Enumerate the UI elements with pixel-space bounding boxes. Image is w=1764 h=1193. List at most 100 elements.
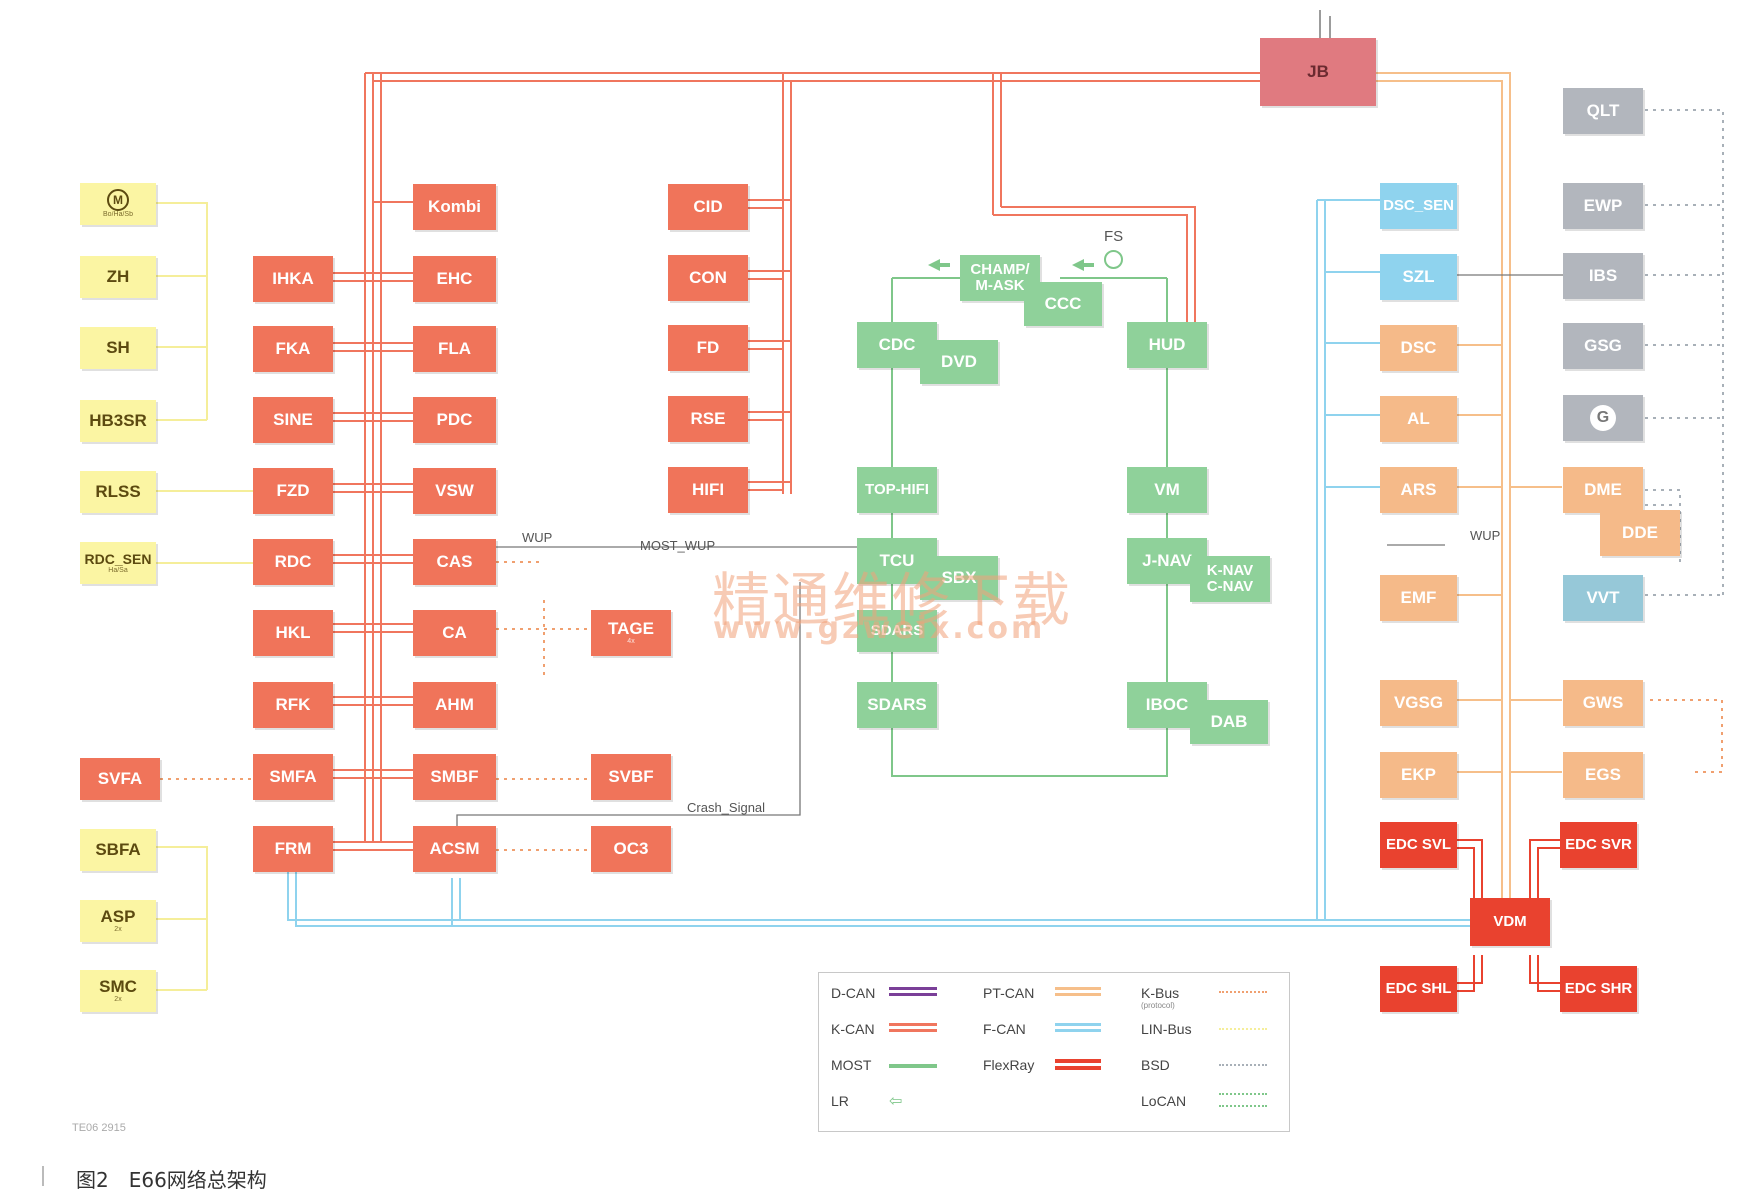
ecu-rdc-label: RDC bbox=[274, 552, 312, 572]
ecu-kombi[interactable]: Kombi bbox=[413, 184, 496, 230]
legend-label-bsd: BSD bbox=[1141, 1057, 1170, 1073]
ecu-hifi-label: HIFI bbox=[691, 480, 725, 500]
ecu-vm[interactable]: VM bbox=[1127, 467, 1207, 513]
ecu-sine[interactable]: SINE bbox=[253, 397, 333, 443]
ecu-sbfa-label: SBFA bbox=[95, 840, 141, 860]
ecu-sbfa[interactable]: SBFA bbox=[80, 829, 156, 871]
bsd-wires bbox=[1645, 109, 1724, 600]
ecu-smc-sub: 2x bbox=[114, 996, 122, 1004]
ecu-pdc[interactable]: PDC bbox=[413, 397, 496, 443]
ecu-iboc-label: IBOC bbox=[1145, 695, 1189, 715]
ecu-con[interactable]: CON bbox=[668, 255, 748, 301]
ecu-hkl[interactable]: HKL bbox=[253, 610, 333, 656]
ecu-champ-label: CHAMP/ M-ASK bbox=[970, 261, 1030, 294]
ecu-qlt-label: QLT bbox=[1586, 101, 1620, 121]
ecu-smfa[interactable]: SMFA bbox=[253, 754, 333, 800]
ecu-hud[interactable]: HUD bbox=[1127, 322, 1207, 368]
ecu-fzd[interactable]: FZD bbox=[253, 468, 333, 514]
ecu-tage-label: TAGE bbox=[608, 619, 654, 639]
ecu-sbx[interactable]: SBX bbox=[920, 556, 998, 600]
ecu-acsm[interactable]: ACSM bbox=[413, 826, 496, 872]
most-ring bbox=[891, 277, 1168, 777]
ecu-hifi[interactable]: HIFI bbox=[668, 467, 748, 513]
ecu-fka[interactable]: FKA bbox=[253, 326, 333, 372]
ecu-sdars[interactable]: SDARS bbox=[857, 682, 937, 728]
ecu-rlss[interactable]: RLSS bbox=[80, 471, 156, 513]
ecu-ewp[interactable]: EWP bbox=[1563, 183, 1643, 229]
ecu-ekp[interactable]: EKP bbox=[1380, 752, 1457, 798]
fs-label: FS bbox=[1104, 228, 1124, 245]
ecu-gws[interactable]: GWS bbox=[1563, 680, 1643, 726]
ecu-al[interactable]: AL bbox=[1380, 396, 1457, 442]
ecu-ehc-label: EHC bbox=[436, 269, 473, 289]
ecu-vgsg[interactable]: VGSG bbox=[1380, 680, 1457, 726]
ecu-vdm[interactable]: VDM bbox=[1470, 898, 1550, 946]
ecu-hb3sr[interactable]: HB3SR bbox=[80, 400, 156, 442]
ecu-sh-label: SH bbox=[106, 338, 130, 358]
ecu-fla-label: FLA bbox=[437, 339, 472, 359]
ecu-dde[interactable]: DDE bbox=[1600, 510, 1680, 556]
ecu-vvt[interactable]: VVT bbox=[1563, 575, 1643, 621]
ecu-sh[interactable]: SH bbox=[80, 327, 156, 369]
ecu-zh[interactable]: ZH bbox=[80, 256, 156, 298]
ecu-smc-label: SMC bbox=[99, 977, 137, 997]
ecu-fla[interactable]: FLA bbox=[413, 326, 496, 372]
ecu-edc-shl[interactable]: EDC SHL bbox=[1380, 966, 1457, 1012]
ecu-frm[interactable]: FRM bbox=[253, 826, 333, 872]
ecu-ibs[interactable]: IBS bbox=[1563, 253, 1643, 299]
ecu-ca[interactable]: CA bbox=[413, 610, 496, 656]
ecu-dme[interactable]: DME bbox=[1563, 467, 1643, 513]
legend-swatch-most bbox=[889, 1064, 937, 1068]
ecu-ars[interactable]: ARS bbox=[1380, 467, 1457, 513]
ecu-rfk[interactable]: RFK bbox=[253, 682, 333, 728]
ecu-m[interactable]: M Bo/Ha/Sb bbox=[80, 183, 156, 225]
ecu-gsg[interactable]: GSG bbox=[1563, 323, 1643, 369]
ecu-top-hifi[interactable]: TOP-HIFI bbox=[857, 467, 937, 513]
ecu-svbf[interactable]: SVBF bbox=[591, 754, 671, 800]
ecu-ehc[interactable]: EHC bbox=[413, 256, 496, 302]
ecu-dsc-sen[interactable]: DSC_SEN bbox=[1380, 183, 1457, 229]
ecu-ahm[interactable]: AHM bbox=[413, 682, 496, 728]
ecu-cdc-label: CDC bbox=[878, 335, 916, 355]
ecu-emf[interactable]: EMF bbox=[1380, 575, 1457, 621]
ecu-ccc[interactable]: CCC bbox=[1024, 282, 1102, 326]
watermark-cn: 精通维修下载 bbox=[712, 566, 1073, 634]
ecu-rdc[interactable]: RDC bbox=[253, 539, 333, 585]
ecu-dab[interactable]: DAB bbox=[1190, 700, 1268, 744]
ecu-edc-svl[interactable]: EDC SVL bbox=[1380, 822, 1457, 868]
ecu-oc3-label: OC3 bbox=[613, 839, 649, 859]
ecu-cid[interactable]: CID bbox=[668, 184, 748, 230]
ecu-cas[interactable]: CAS bbox=[413, 539, 496, 585]
ecu-sdars-top[interactable]: SDARS bbox=[857, 610, 937, 652]
ecu-edc-svr[interactable]: EDC SVR bbox=[1560, 822, 1637, 868]
ecu-pdc-label: PDC bbox=[436, 410, 473, 430]
ecu-smbf[interactable]: SMBF bbox=[413, 754, 496, 800]
ecu-dab-label: DAB bbox=[1210, 712, 1248, 732]
legend-swatch-k-can bbox=[889, 1023, 937, 1026]
caption-divider bbox=[42, 1166, 44, 1186]
ecu-szl-label: SZL bbox=[1402, 267, 1435, 287]
ecu-jb[interactable]: JB bbox=[1260, 38, 1376, 106]
ecu-dsc[interactable]: DSC bbox=[1380, 325, 1457, 371]
ecu-dvd[interactable]: DVD bbox=[920, 340, 998, 384]
ecu-ihka[interactable]: IHKA bbox=[253, 256, 333, 302]
ecu-oc3[interactable]: OC3 bbox=[591, 826, 671, 872]
ecu-rse[interactable]: RSE bbox=[668, 396, 748, 442]
ecu-qlt[interactable]: QLT bbox=[1563, 88, 1643, 134]
ecu-svfa[interactable]: SVFA bbox=[80, 758, 160, 800]
ecu-vsw[interactable]: VSW bbox=[413, 468, 496, 514]
ecu-fd[interactable]: FD bbox=[668, 325, 748, 371]
ecu-ihka-label: IHKA bbox=[272, 269, 314, 289]
ecu-k-nav[interactable]: K-NAV C-NAV bbox=[1190, 556, 1270, 602]
ecu-edc-shr[interactable]: EDC SHR bbox=[1560, 966, 1637, 1012]
ecu-szl[interactable]: SZL bbox=[1380, 254, 1457, 300]
wup-label-right: WUP bbox=[1470, 528, 1501, 543]
ecu-zh-label: ZH bbox=[106, 267, 130, 287]
ecu-al-label: AL bbox=[1407, 409, 1430, 429]
ecu-egs[interactable]: EGS bbox=[1563, 752, 1643, 798]
ecu-g[interactable]: G bbox=[1563, 395, 1643, 441]
